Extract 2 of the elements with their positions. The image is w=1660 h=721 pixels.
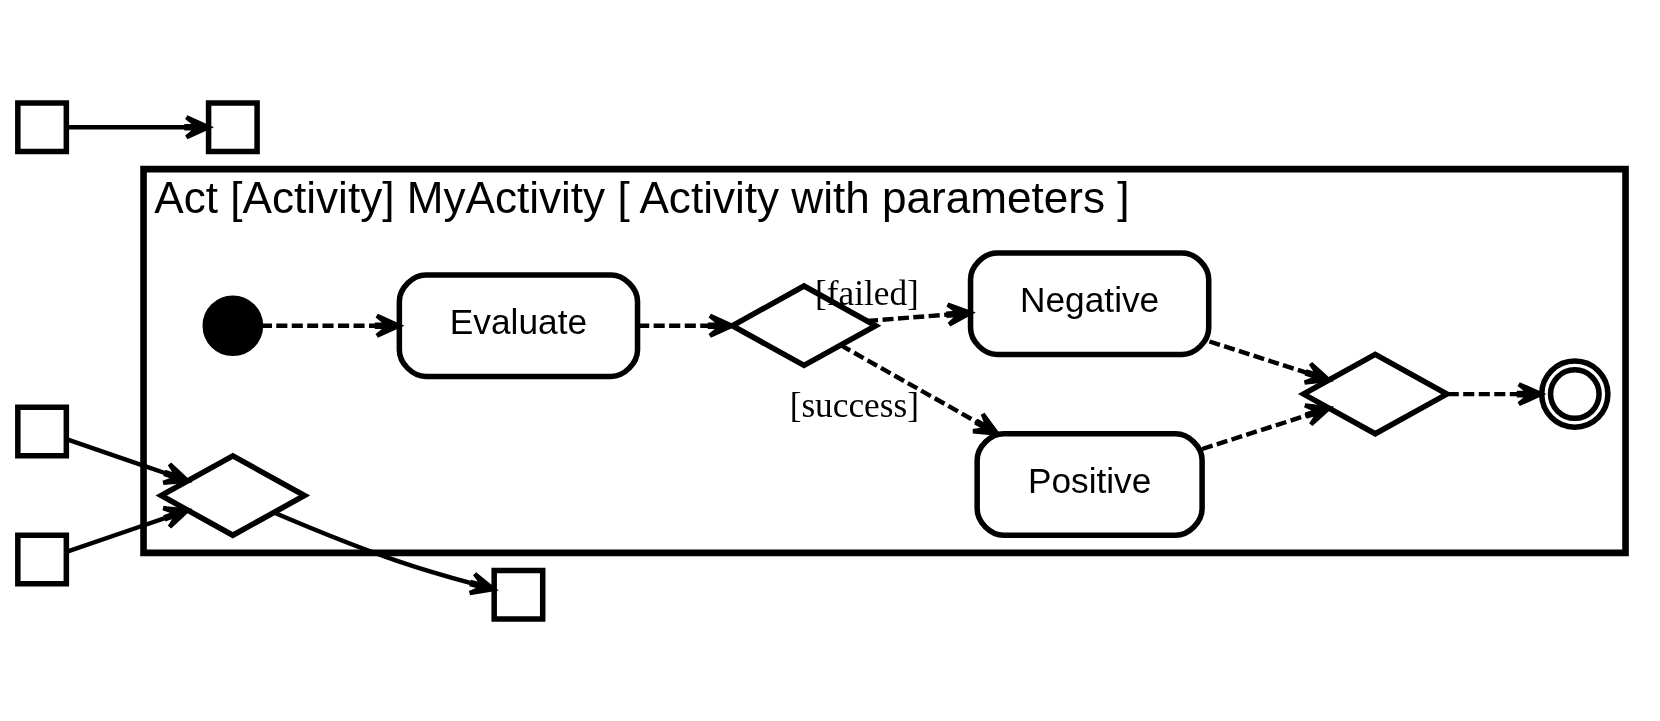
edge-label: [failed] [814,273,919,313]
edge-label: [success] [789,385,919,425]
